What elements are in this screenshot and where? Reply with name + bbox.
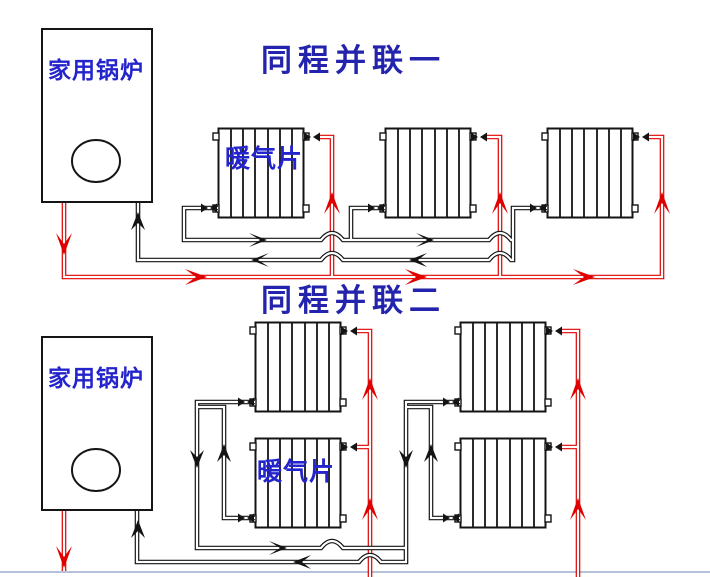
return-flow-arrows — [131, 212, 438, 569]
supply-pipes — [61, 134, 665, 577]
boiler-bottom-label: 家用锅炉 — [48, 366, 144, 391]
boiler-top-label: 家用锅炉 — [48, 58, 144, 83]
bottom-edge-line — [0, 571, 710, 573]
boiler-burner-circle — [71, 139, 121, 183]
radiator-top-label: 暖气片 — [225, 146, 304, 173]
section2-title: 同程并联二 — [261, 283, 446, 318]
radiator-bottom-lower-right — [454, 437, 552, 529]
supply-flow-arrows — [56, 192, 670, 568]
boiler-top — [41, 28, 153, 203]
radiator-bottom-upper-right — [454, 321, 552, 413]
radiator-bottom-label: 暖气片 — [257, 459, 336, 486]
boiler-bottom — [41, 336, 153, 511]
boiler-burner-circle — [71, 448, 121, 492]
section1-title: 同程并联一 — [261, 43, 446, 78]
radiator-top-2 — [379, 127, 477, 219]
radiator-top-3 — [541, 127, 639, 219]
radiator-bottom-upper-left — [249, 321, 347, 413]
return-pipes — [134, 202, 547, 565]
